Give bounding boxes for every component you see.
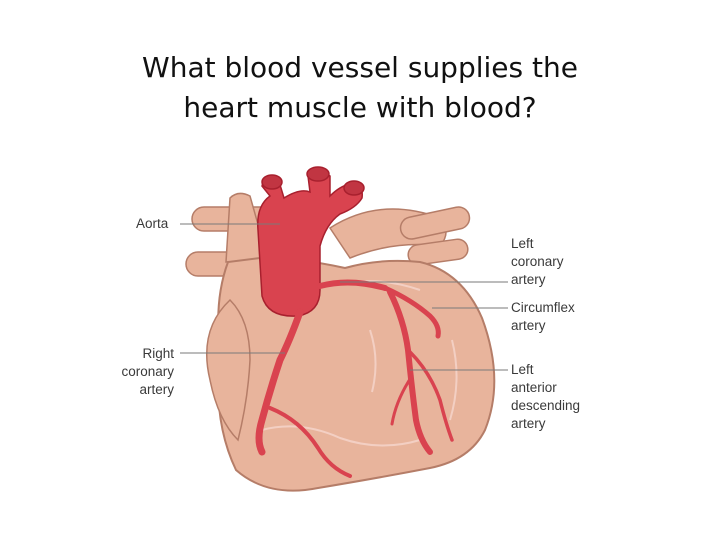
aorta-branch-opening xyxy=(306,166,330,182)
lad-diagonal-branch xyxy=(390,374,414,426)
label-line: Left xyxy=(511,236,534,251)
right-atrium xyxy=(206,298,251,442)
left-anterior-descending-artery xyxy=(387,289,433,455)
pulmonary-artery-branch-1 xyxy=(399,206,471,240)
label-line: Circumflex xyxy=(511,300,575,315)
leader-lines xyxy=(180,223,508,371)
aorta-vessel xyxy=(257,166,365,317)
label-line: Left xyxy=(511,362,534,377)
aorta-branch-opening xyxy=(343,180,365,196)
label-line: artery xyxy=(511,416,546,431)
heart-body xyxy=(217,256,496,492)
title-line-2: heart muscle with blood? xyxy=(183,91,537,124)
right-coronary-branch xyxy=(268,406,352,478)
surface-vessel xyxy=(369,329,377,393)
left-coronary-artery xyxy=(317,279,388,291)
label-circumflex: Circumflex artery xyxy=(511,300,575,333)
aorta-branch-opening xyxy=(261,174,283,190)
surface-vessel xyxy=(261,425,421,447)
label-right-coronary: Right coronary artery xyxy=(121,346,174,397)
pulmonary-artery-branch-2 xyxy=(407,238,469,266)
label-aorta: Aorta xyxy=(136,216,169,231)
label-line: artery xyxy=(511,318,546,333)
label-left-coronary: Left coronary artery xyxy=(511,236,564,287)
label-line: artery xyxy=(139,382,174,397)
label-line: artery xyxy=(511,272,546,287)
label-line: coronary xyxy=(121,364,174,379)
question-title: What blood vessel supplies the heart mus… xyxy=(60,48,660,128)
label-line: anterior xyxy=(511,380,557,395)
label-line: descending xyxy=(511,398,580,413)
circumflex-artery xyxy=(382,285,441,339)
label-lad: Left anterior descending artery xyxy=(511,362,580,431)
label-line: Right xyxy=(142,346,174,361)
lad-diagonal-branch xyxy=(408,350,454,442)
right-coronary-artery xyxy=(255,308,304,456)
title-line-1: What blood vessel supplies the xyxy=(142,51,578,84)
label-line: coronary xyxy=(511,254,564,269)
surface-vessel xyxy=(449,339,458,421)
